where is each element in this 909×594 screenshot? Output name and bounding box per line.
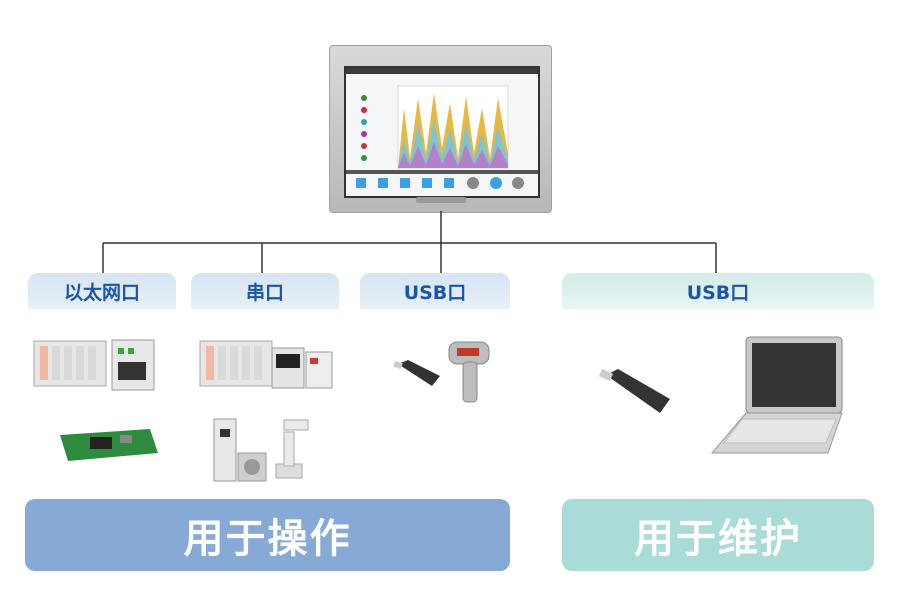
hmi-screen <box>344 66 540 198</box>
hmi-brand-plate <box>416 197 466 203</box>
hmi-buttons <box>356 177 524 189</box>
usb-drive-maintenance-icon <box>598 368 670 413</box>
banner-for-maintenance: 用于维护 <box>562 499 874 571</box>
plc-module-icon-serial <box>199 340 273 387</box>
hmi-status-dots <box>361 95 367 161</box>
plc-module-icon <box>33 340 107 387</box>
tab-usb-port-operation: USB口 <box>360 273 510 309</box>
hmi-screen-chart <box>346 68 538 189</box>
laptop-icon <box>710 336 843 454</box>
tab-serial-port: 串口 <box>191 273 339 309</box>
tab-ethernet-port: 以太网口 <box>28 273 176 309</box>
servo-drive-icon <box>213 418 267 482</box>
robot-arm-icon <box>275 419 309 479</box>
banner-for-operation: 用于操作 <box>25 499 510 571</box>
io-module-icon <box>111 339 155 391</box>
temperature-controller-icon <box>271 347 333 389</box>
hmi-panel <box>329 45 552 213</box>
circuit-board-icon <box>60 429 158 461</box>
usb-drive-icon <box>393 360 440 386</box>
tab-usb-port-maintenance: USB口 <box>562 273 874 309</box>
barcode-scanner-icon <box>448 341 490 403</box>
